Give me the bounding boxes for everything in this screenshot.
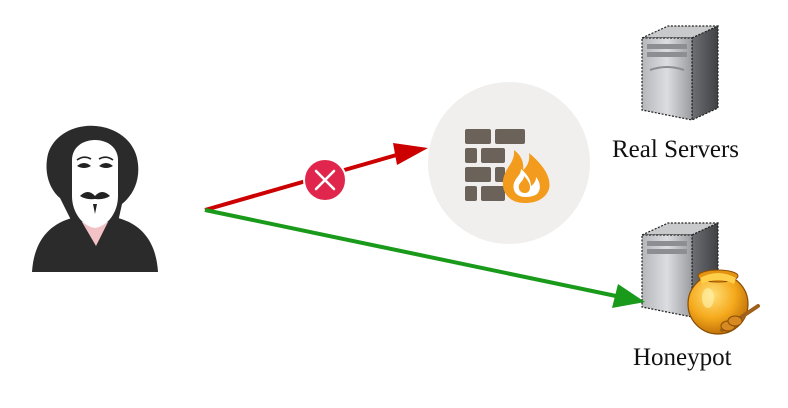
allowed-edge-line [204,208,617,298]
x-circle-icon [303,158,347,202]
firewall-icon [465,129,550,203]
allowed-edge-arrowhead [612,284,645,308]
blocked-edge-line [204,152,401,212]
attacker-icon [32,125,158,272]
real-server-icon [641,25,719,121]
honey-pot-icon [687,269,760,335]
allowed-edge [204,208,645,308]
honeypot-label: Honeypot [633,344,732,371]
firewall-background [428,82,590,244]
real-servers-label: Real Servers [612,136,740,163]
blocked-edge [204,143,428,212]
blocked-edge-arrowhead [393,143,428,165]
firewall-node [428,82,590,244]
